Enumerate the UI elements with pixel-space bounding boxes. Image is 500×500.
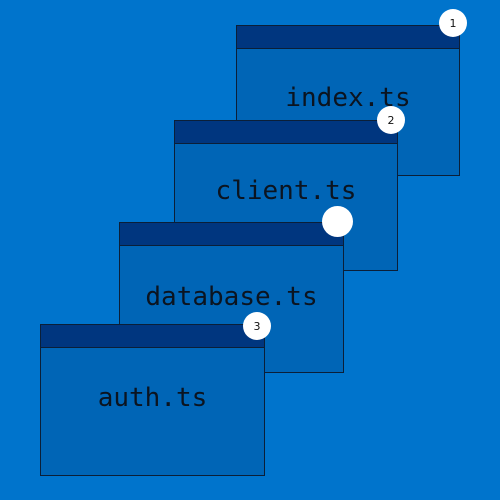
step-badge-3: 3 — [243, 312, 271, 340]
window-filename: database.ts — [145, 282, 318, 312]
step-badge-1: 1 — [439, 9, 467, 37]
window-filename: index.ts — [285, 83, 411, 113]
window-titlebar[interactable] — [120, 223, 343, 246]
file-window-auth[interactable]: auth.ts — [40, 324, 265, 476]
window-filename: client.ts — [215, 176, 357, 206]
window-titlebar[interactable] — [175, 121, 397, 144]
window-titlebar[interactable] — [237, 26, 459, 49]
window-titlebar[interactable] — [41, 325, 264, 348]
window-filename: auth.ts — [97, 383, 208, 413]
step-badge-unlabeled — [322, 206, 353, 237]
step-badge-2: 2 — [377, 106, 405, 134]
